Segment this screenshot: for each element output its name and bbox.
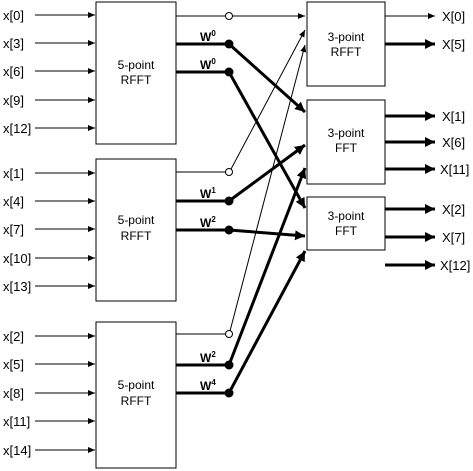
open-node [225, 330, 233, 338]
fft3-block-1 [306, 99, 386, 185]
filled-node [224, 196, 234, 206]
input-label: x[14] [3, 443, 31, 458]
filled-node [224, 225, 234, 235]
rfft5-block-3 [95, 321, 177, 469]
input-labels: x[0] x[3] x[6] x[9] x[12] x[1] x[4] x[7]… [3, 8, 31, 458]
stage2-blocks: 3-point RFFT 3-point FFT 3-point FFT [306, 1, 386, 251]
block-label: 5-point [118, 58, 155, 72]
block-label: 3-point [328, 30, 365, 44]
twiddle-label: W0 [200, 57, 216, 72]
input-lines [35, 12, 95, 453]
input-label: x[12] [3, 121, 31, 136]
output-label: X[12] [440, 258, 470, 273]
block-label: RFFT [121, 394, 152, 408]
open-node [225, 12, 233, 20]
input-label: x[1] [3, 166, 24, 181]
input-label: x[2] [3, 329, 24, 344]
rfft5-block-1 [95, 1, 177, 145]
filled-node [224, 388, 234, 398]
twiddle-label: W2 [200, 215, 216, 230]
rfft3-block [306, 1, 386, 87]
output-label: X[11] [440, 162, 469, 177]
cross-connections [227, 13, 307, 394]
input-label: x[0] [3, 8, 24, 23]
nodes [224, 12, 234, 398]
block-label: FFT [335, 141, 358, 155]
input-label: x[11] [3, 414, 30, 429]
stage1-blocks: 5-point RFFT 5-point RFFT 5-point RFFT [95, 1, 177, 469]
output-label: X[7] [442, 230, 465, 245]
block-label: RFFT [121, 73, 152, 87]
block-label: RFFT [121, 229, 152, 243]
stage1-output-lines [176, 15, 226, 395]
input-label: x[3] [3, 36, 24, 51]
block-label: RFFT [331, 45, 362, 59]
input-label: x[7] [3, 222, 24, 237]
twiddle-label: W2 [200, 350, 216, 365]
output-lines [385, 13, 435, 270]
block-label: 3-point [328, 209, 365, 223]
filled-node [224, 67, 234, 77]
block-label: 5-point [118, 378, 155, 392]
input-label: x[10] [3, 251, 31, 266]
block-label: FFT [335, 224, 358, 238]
output-label: X[2] [442, 202, 465, 217]
input-label: x[8] [3, 386, 24, 401]
twiddle-label: W0 [200, 29, 216, 44]
input-label: x[13] [3, 279, 31, 294]
output-label: X[6] [442, 135, 465, 150]
output-label: X[1] [442, 109, 465, 124]
output-labels: X[0] X[5] X[1] X[6] X[11] X[2] X[7] X[12… [440, 9, 470, 273]
filled-node [224, 39, 234, 49]
block-label: 5-point [118, 213, 155, 227]
output-label: X[5] [442, 37, 465, 52]
input-label: x[6] [3, 64, 24, 79]
input-label: x[9] [3, 93, 24, 108]
twiddle-label: W1 [200, 186, 216, 201]
fft3-block-2 [306, 196, 386, 251]
twiddle-labels: W0 W0 W1 W2 W2 W4 [200, 29, 216, 393]
block-label: 3-point [328, 126, 365, 140]
open-node [225, 168, 233, 176]
input-label: x[4] [3, 194, 24, 209]
twiddle-label: W4 [200, 378, 216, 393]
output-label: X[0] [442, 9, 465, 24]
filled-node [224, 360, 234, 370]
input-label: x[5] [3, 357, 24, 372]
